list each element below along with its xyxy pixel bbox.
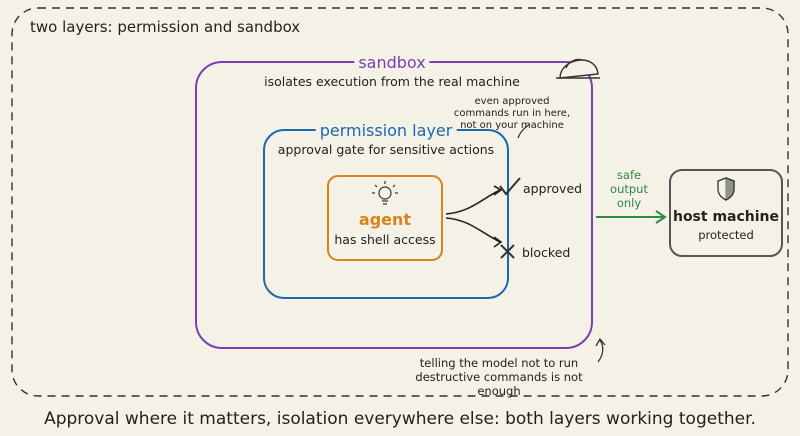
note-pointer: [517, 123, 531, 139]
permission-layer-label: permission layer: [315, 123, 457, 139]
permission-layer-sublabel: approval gate for sensitive actions: [277, 142, 495, 157]
host-machine-box: [669, 169, 783, 257]
bottom-note-arrow: [595, 337, 606, 363]
agent-label: agent: [358, 210, 412, 229]
outer-frame: [11, 7, 789, 397]
blocked-label: blocked: [522, 245, 571, 260]
output-arrow: [596, 210, 667, 224]
agent-sublabel: has shell access: [334, 232, 436, 247]
host-machine-sublabel: protected: [698, 228, 754, 242]
output-label: safe output only: [610, 168, 648, 210]
approved-label: approved: [523, 181, 583, 196]
sandbox-note: even approved commands run in here, not …: [453, 96, 571, 131]
sandbox-dome-icon: [556, 58, 600, 79]
lightbulb-icon: [372, 181, 398, 205]
shield-icon: [717, 177, 735, 202]
blocked-x-icon: [500, 244, 515, 259]
caption: Approval where it matters, isolation eve…: [44, 409, 756, 429]
sandbox-sublabel: isolates execution from the real machine: [264, 74, 520, 89]
diagram-title: two layers: permission and sandbox: [30, 18, 301, 36]
agent-box: [327, 175, 443, 261]
checkmark-icon: [499, 177, 521, 196]
bottom-note: telling the model not to run destructive…: [415, 356, 583, 398]
sandbox-label: sandbox: [354, 55, 430, 71]
decision-arrows: [445, 185, 503, 248]
host-machine-label: host machine: [672, 209, 780, 225]
